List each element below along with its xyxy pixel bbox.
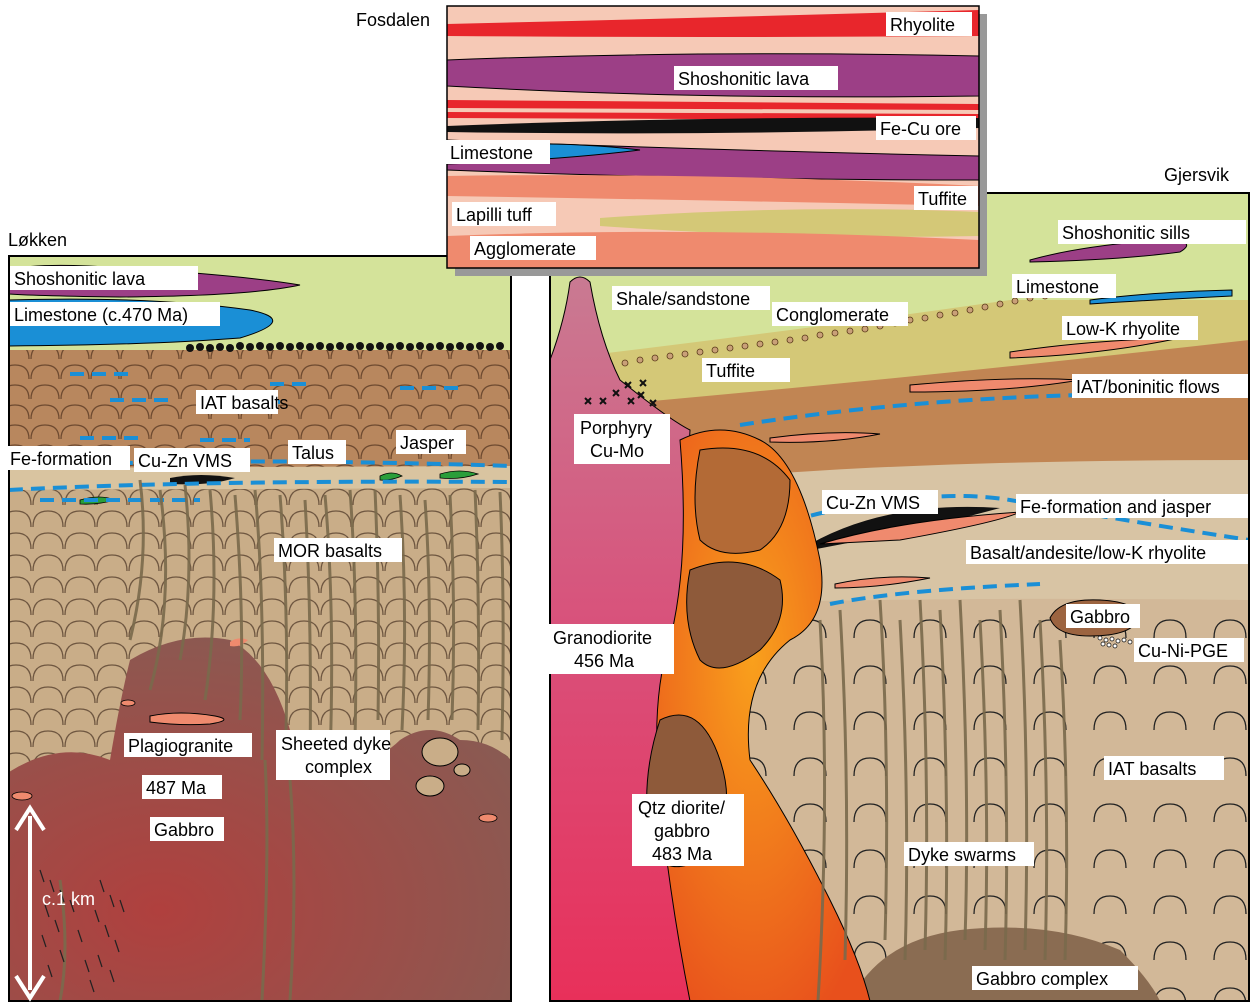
title-fosdalen: Fosdalen [356, 10, 430, 30]
label-basalt-andesite: Basalt/andesite/low-K rhyolite [970, 543, 1206, 563]
label-granodiorite: Granodiorite [553, 628, 652, 648]
label-age-487: 487 Ma [146, 778, 207, 798]
label-porphyry: Porphyry [580, 418, 652, 438]
label-iat-basalts-g: IAT basalts [1108, 759, 1196, 779]
label-age-456: 456 Ma [574, 651, 635, 671]
label-jasper: Jasper [400, 433, 454, 453]
label-shale-sandstone: Shale/sandstone [616, 289, 750, 309]
label-shoshonitic-lava-f: Shoshonitic lava [678, 69, 810, 89]
label-talus: Talus [292, 443, 334, 463]
label-scale: c.1 km [42, 889, 95, 909]
title-gjersvik: Gjersvik [1164, 165, 1230, 185]
label-gabbro: Gabbro [154, 820, 214, 840]
label-mor-basalts: MOR basalts [278, 541, 382, 561]
label-fe-formation: Fe-formation [10, 449, 112, 469]
label-gabbro-g: Gabbro [1070, 607, 1130, 627]
label-low-k-rhyolite: Low-K rhyolite [1066, 319, 1180, 339]
label-age-483: 483 Ma [652, 844, 713, 864]
label-limestone: Limestone (c.470 Ma) [14, 305, 188, 325]
label-qtz-gabbro: gabbro [654, 821, 710, 841]
label-complex: complex [305, 757, 372, 777]
label-gabbro-complex: Gabbro complex [976, 969, 1108, 989]
label-limestone-g: Limestone [1016, 277, 1099, 297]
label-cu-zn-vms: Cu-Zn VMS [138, 451, 232, 471]
label-iat-boninitic: IAT/boninitic flows [1076, 377, 1220, 397]
boulder [422, 738, 458, 766]
label-agglomerate: Agglomerate [474, 239, 576, 259]
label-cu-ni-pge: Cu-Ni-PGE [1138, 641, 1228, 661]
label-sheeted-dyke: Sheeted dyke [281, 734, 391, 754]
label-tuffite-g: Tuffite [706, 361, 755, 381]
title-lokken: Løkken [8, 230, 67, 250]
label-qtz-diorite: Qtz diorite/ [638, 798, 725, 818]
label-rhyolite: Rhyolite [890, 15, 955, 35]
label-fe-cu-ore: Fe-Cu ore [880, 119, 961, 139]
label-tuffite-f: Tuffite [918, 189, 967, 209]
label-conglomerate: Conglomerate [776, 305, 889, 325]
label-lapilli-tuff: Lapilli tuff [456, 205, 533, 225]
label-limestone-f: Limestone [450, 143, 533, 163]
label-cu-mo: Cu-Mo [590, 441, 644, 461]
label-plagiogranite: Plagiogranite [128, 736, 233, 756]
label-iat-basalts: IAT basalts [200, 393, 288, 413]
label-shoshonitic-lava: Shoshonitic lava [14, 269, 146, 289]
label-fe-formation-jasper: Fe-formation and jasper [1020, 497, 1211, 517]
label-dyke-swarms: Dyke swarms [908, 845, 1016, 865]
label-shoshonitic-sills: Shoshonitic sills [1062, 223, 1190, 243]
label-cu-zn-vms-g: Cu-Zn VMS [826, 493, 920, 513]
